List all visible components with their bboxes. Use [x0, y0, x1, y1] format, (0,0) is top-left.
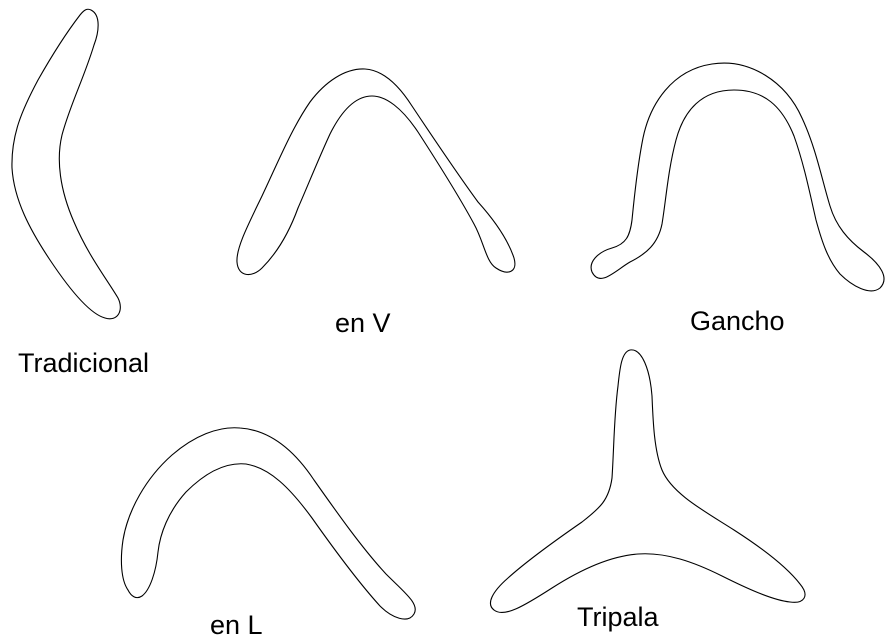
label-tripala: Tripala — [577, 604, 659, 631]
boomerang-en-l-shape — [121, 428, 415, 619]
boomerang-en-v-shape — [237, 69, 515, 275]
label-en-v: en V — [335, 310, 391, 337]
boomerang-gancho-shape — [591, 63, 884, 291]
boomerang-tradicional-shape — [12, 9, 120, 319]
label-gancho: Gancho — [690, 308, 785, 335]
label-tradicional: Tradicional — [18, 350, 149, 377]
label-en-l: en L — [210, 612, 263, 639]
boomerang-tripala-shape — [490, 350, 804, 613]
